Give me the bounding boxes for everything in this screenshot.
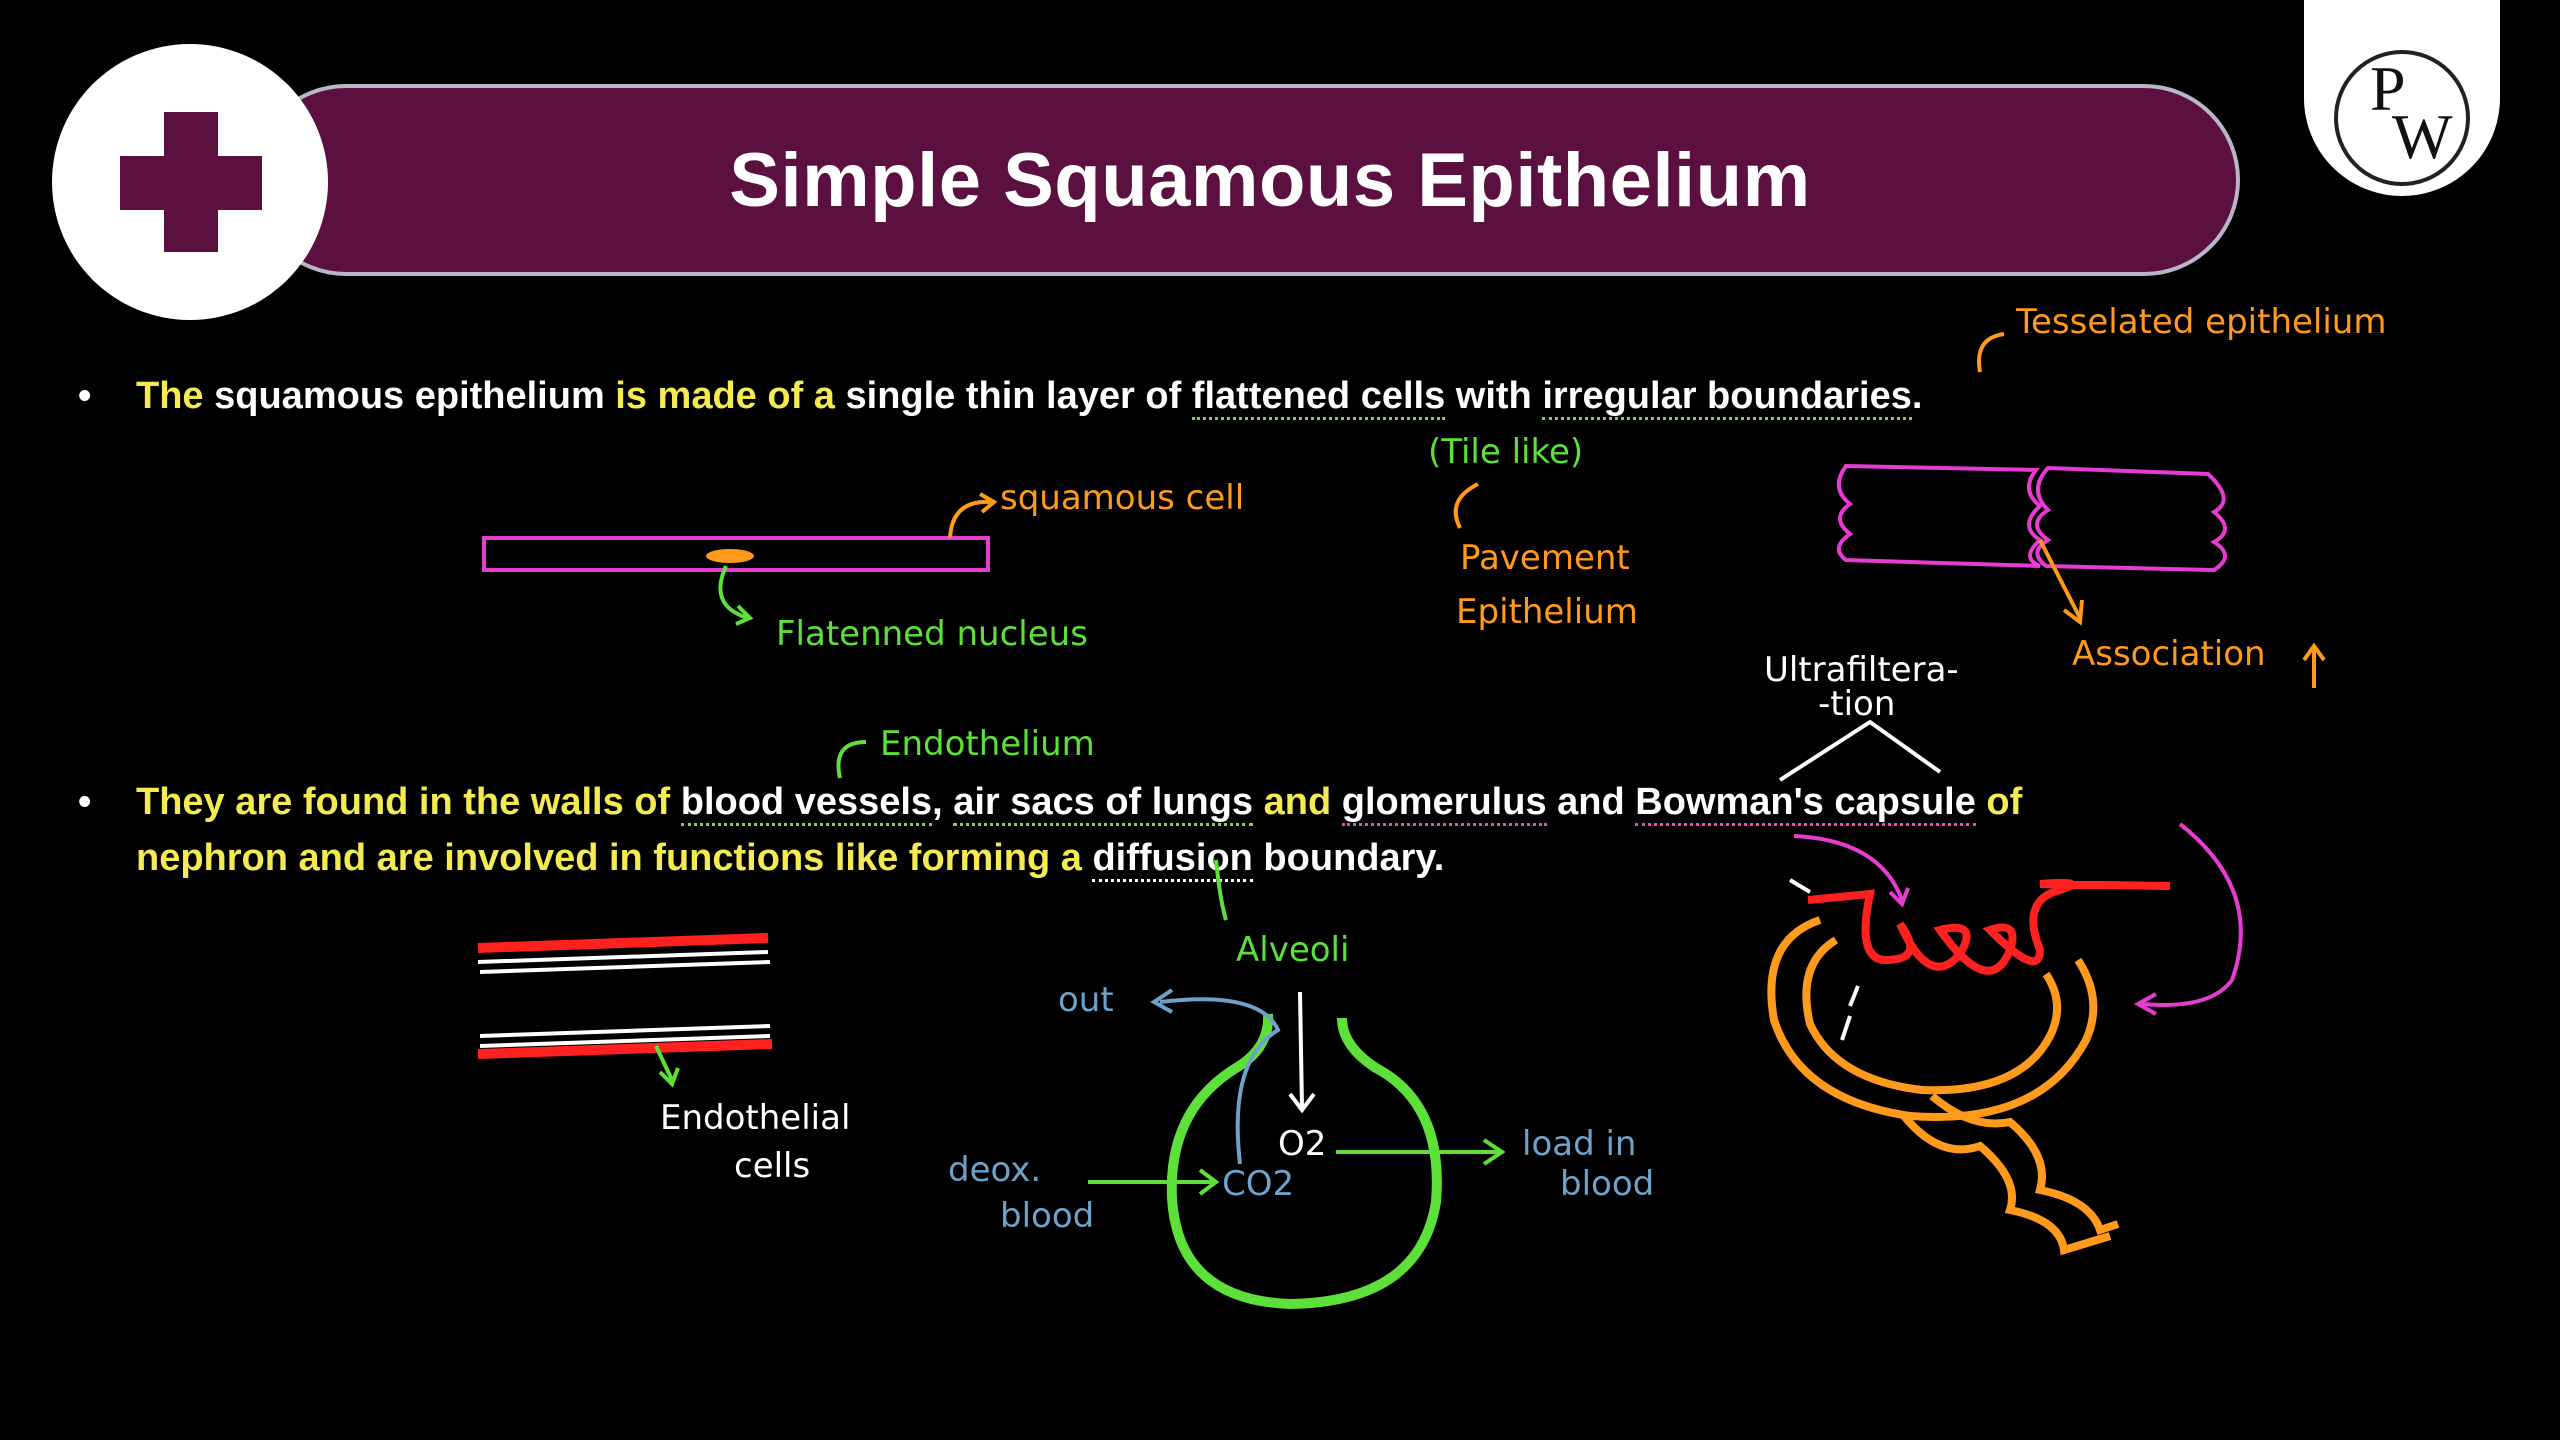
bullet-dot: • [78,375,92,417]
out-label: out [1058,980,1114,1020]
bullet-1-segment: . [1911,375,1923,417]
squamous-cell-drawing [482,536,990,572]
glomerulus-pink-arrow [1793,834,1904,901]
nucleus-arrow [718,565,749,620]
endothelial-cells-label: Endothelial [660,1098,851,1138]
association-arrow [2038,539,2082,619]
bowmans-capsule-drawing [1767,916,2098,1121]
pavement-arrow [1453,482,1479,529]
bullet-2-segment: of [1975,781,2023,823]
endothelial-arrow [654,1045,674,1081]
bullet-point-2-line-2: nephron and are involved in functions li… [136,830,2436,886]
bullet-point-1: • The squamous epithelium is made of a s… [78,368,2436,424]
bullet-2-segment: blood vessels [680,781,933,826]
co2-out-arrow [1159,997,1281,1165]
ultrafiltration-label: Ultrafiltera- [1764,650,1959,690]
co2-label: CO2 [1222,1164,1295,1204]
pw-logo-ring [2334,50,2470,186]
bullet-text-2-line-2: nephron and are involved in functions li… [136,837,1444,882]
alveolus-drawing [1166,1013,1442,1310]
bullet-2-segment: They are found in the walls of [136,781,681,823]
bullet-2-line-2-segment: nephron and are involved in functions li… [136,837,1093,879]
tubule-drawing [1900,1113,2112,1256]
endothelium-label: Endothelium [880,724,1095,764]
tesselated-arrow [1977,332,2005,373]
bullet-2-segment: glomerulus [1341,781,1547,826]
glomerulus-drawing [1807,878,2171,975]
bullet-2-segment: and [1253,781,1342,823]
bullet-1-segment: is made of a [615,375,846,417]
page-title: Simple Squamous Epithelium [729,137,1811,223]
tile-cell-right [2035,465,2227,573]
ultrafiltration-label-line-2: -tion [1818,684,1896,724]
ultrafiltration-bracket [1778,719,1942,782]
blood-vessel-drawing [477,933,773,1059]
alveoli-label: Alveoli [1236,930,1350,970]
squamous-cell-label: squamous cell [1000,478,1245,518]
bullet-point-2: • They are found in the walls of blood v… [78,774,2476,830]
bullet-1-segment: The [136,375,215,417]
bullet-text-2: They are found in the walls of blood ves… [136,781,2022,826]
squamous-cell-arrow [948,499,991,539]
o2-label: O2 [1278,1124,1327,1164]
pavement-epithelium-label: Epithelium [1456,592,1638,632]
endothelium-arrow [836,740,867,779]
tesselated-epithelium-label: Tesselated epithelium [2016,302,2387,342]
bullet-2-line-2-segment: boundary. [1252,837,1445,879]
tile-like-label: (Tile like) [1428,432,1584,472]
bullet-1-segment: flattened cells [1191,375,1446,420]
afferent-arrow [1788,878,1812,894]
bullet-2-line-2-segment: diffusion [1092,837,1253,882]
deox-label: deox. [948,1150,1042,1190]
association-label: Association [2072,634,2266,674]
alveolus-diffusion-arrow [1214,859,1228,921]
bullet-2-segment: air sacs of lungs [953,781,1254,826]
flattened-nucleus-label: Flatenned nucleus [776,614,1088,654]
endothelial-cells-label-line-2: cells [734,1146,811,1186]
pavement-label: Pavement [1460,538,1630,578]
load-in-label: load in [1522,1124,1637,1164]
association-up-arrow [2302,642,2326,688]
pw-logo-letter-w: W [2392,101,2453,172]
bowmans-pink-arrow [2141,822,2243,1007]
flattened-nucleus-drawing [706,549,754,563]
bullet-1-segment: single thin layer of [845,375,1192,417]
load-in-blood-label: blood [1560,1164,1655,1204]
bullet-dot: • [78,781,92,823]
bullet-2-segment: , [932,781,954,823]
deox-blood-label: blood [1000,1196,1095,1236]
plus-icon-bar [120,156,262,210]
bullet-text-1: The squamous epithelium is made of a sin… [136,375,1922,420]
bullet-1-segment: squamous epithelium [214,375,616,417]
pw-logo-letter-p: P [2370,53,2406,124]
bullet-1-segment: with [1445,375,1543,417]
bullet-2-segment: and [1546,781,1636,823]
title-banner [250,84,2240,276]
bullet-1-segment: irregular boundaries [1542,375,1912,420]
bullet-2-segment: Bowman's capsule [1635,781,1976,826]
tile-cell-left [1837,463,2044,568]
